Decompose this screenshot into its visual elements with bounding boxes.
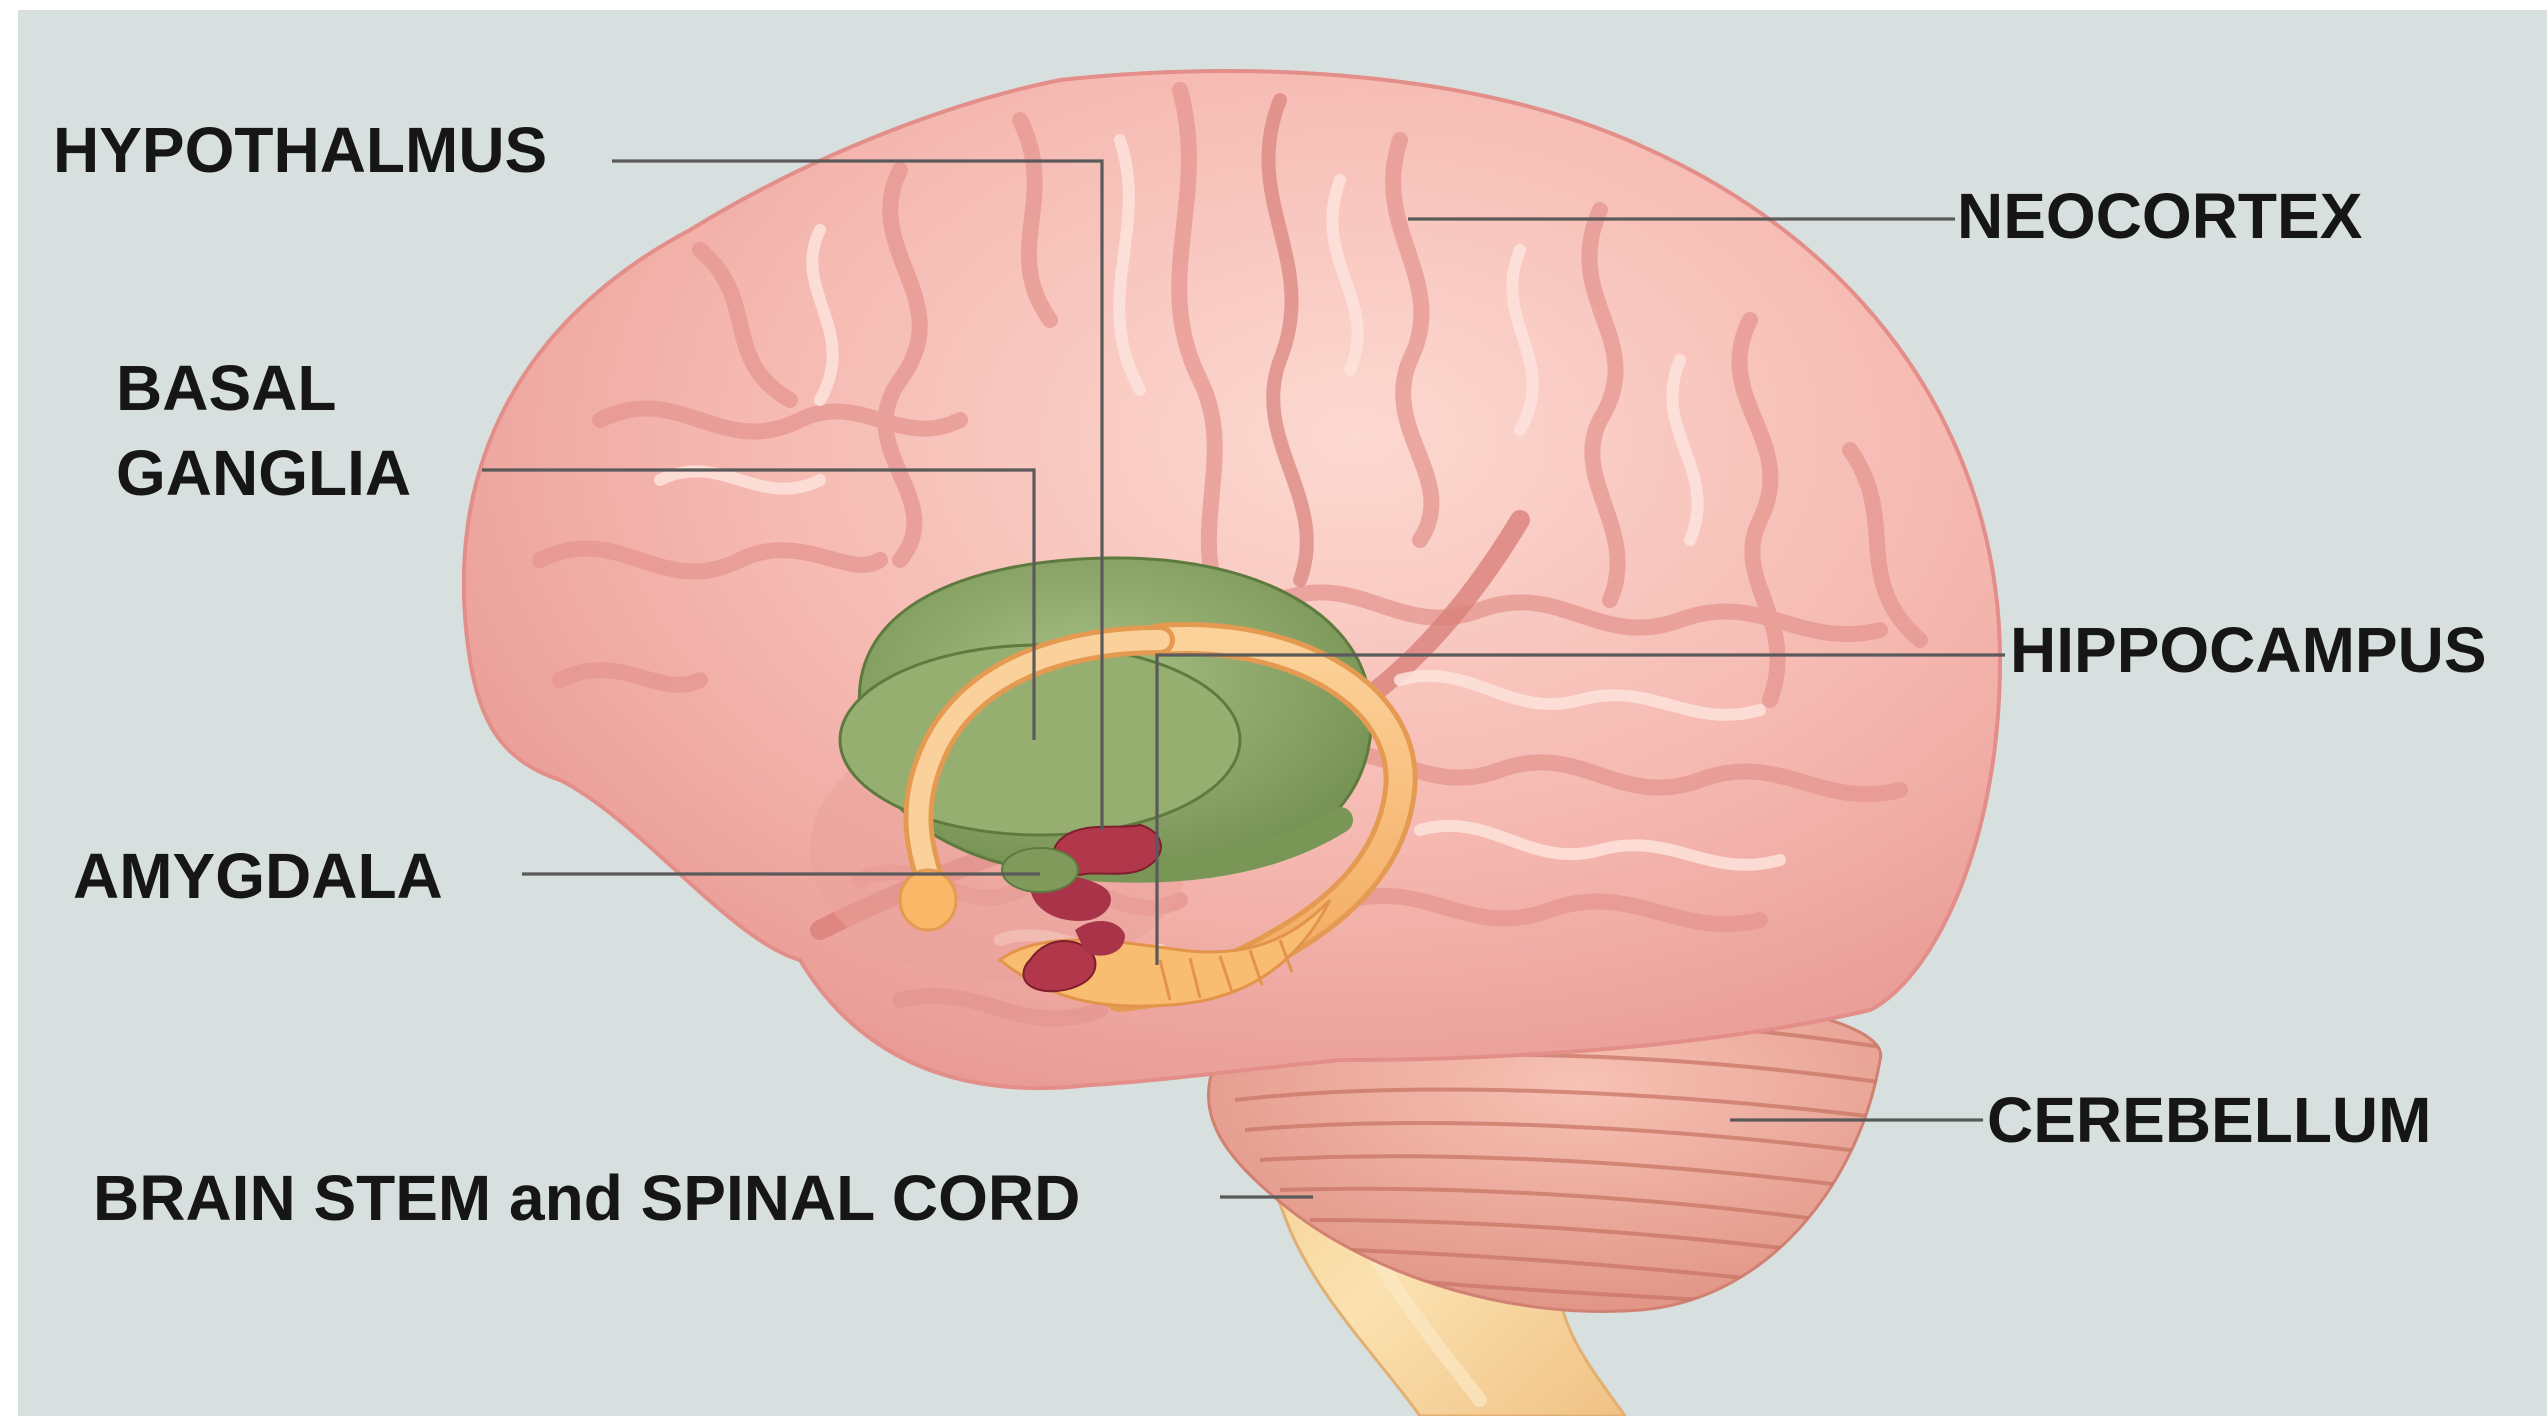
label-brain-stem: BRAIN STEM and SPINAL CORD [93, 1162, 1080, 1234]
label-amygdala: AMYGDALA [73, 840, 443, 912]
label-hypothalmus: HYPOTHALMUS [53, 114, 547, 186]
label-basal-ganglia-line2: GANGLIA [116, 437, 411, 509]
label-basal-ganglia-line1: BASAL [116, 352, 336, 424]
label-neocortex: NEOCORTEX [1957, 180, 2363, 252]
label-hippocampus: HIPPOCAMPUS [2010, 614, 2487, 686]
label-cerebellum: CEREBELLUM [1987, 1084, 2431, 1156]
